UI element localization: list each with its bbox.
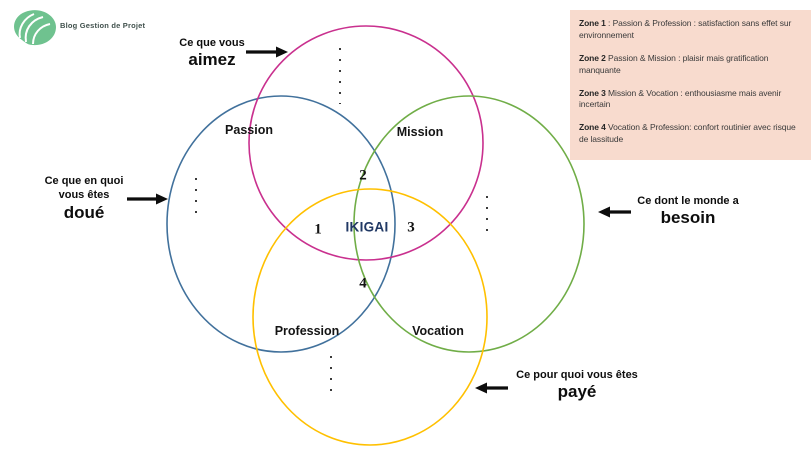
annotation-line: Ce pour quoi vous êtes [516, 369, 638, 381]
blog-gestion-de-projet-logo-icon [14, 10, 57, 46]
legend-zone-title: Zone 3 [579, 87, 606, 98]
legend-zone-title: Zone 2 [579, 52, 606, 63]
good-at-circle [166, 95, 396, 353]
ikigai-center-label: IKIGAI [345, 219, 389, 235]
zones-legend-panel: Zone 1 : Passion & Profession : satisfac… [570, 10, 811, 160]
profession-label: Profession [274, 324, 340, 338]
zone-4-number: 4 [359, 275, 367, 292]
legend-item-zone-4: Zone 4 Vocation & Profession: confort ro… [579, 122, 802, 146]
arrow-right-icon-good-at [127, 193, 168, 205]
zone-1-number: 1 [314, 221, 322, 238]
legend-zone-text: : Passion & Profession : satisfaction sa… [579, 18, 792, 40]
world-needs-circle [353, 95, 585, 353]
annotation-keyword: besoin [660, 208, 716, 228]
annotation-what-you-are-paid-for: Ce pour quoi vous êtes payé [512, 368, 642, 403]
zone-2-number: 2 [359, 167, 367, 184]
zone-3-number: 3 [407, 219, 415, 236]
paid-for-circle [252, 188, 488, 446]
legend-zone-title: Zone 1 [579, 18, 606, 28]
legend-item-zone-3: Zone 3 Mission & Vocation : enthousiasme… [579, 88, 802, 112]
arrow-right-icon-love [246, 46, 288, 58]
vocation-label: Vocation [412, 324, 464, 338]
annotation-what-world-needs: Ce dont le monde a besoin [628, 194, 748, 229]
legend-zone-title: Zone 4 [579, 122, 606, 133]
legend-zone-text: Passion & Mission : plaisir mais gratifi… [579, 52, 769, 75]
annotation-line: Ce que vous [179, 37, 245, 49]
annotation-what-you-love: Ce que vous aimez [156, 36, 268, 71]
mission-label: Mission [396, 125, 444, 139]
logo-wordmark: Blog Gestion de Projet [60, 21, 146, 30]
legend-item-zone-2: Zone 2 Passion & Mission : plaisir mais … [579, 53, 802, 77]
annotation-keyword: aimez [188, 50, 236, 70]
passion-label: Passion [225, 123, 273, 137]
arrow-left-icon-paid-for [475, 382, 508, 394]
annotation-keyword: doué [63, 202, 105, 222]
annotation-line: vous êtes [58, 189, 110, 202]
annotation-line: Ce que en quoi [44, 175, 124, 187]
legend-item-zone-1: Zone 1 : Passion & Profession : satisfac… [579, 18, 802, 42]
annotation-what-you-are-good-at: Ce que en quoi vous êtes doué [28, 174, 140, 223]
annotation-line: Ce dont le monde a [637, 195, 739, 207]
legend-zone-text: Vocation & Profession: confort routinier… [579, 122, 796, 145]
arrow-left-icon-world-needs [598, 206, 631, 218]
legend-zone-text: Mission & Vocation : enthousiasme mais a… [579, 87, 782, 110]
love-circle [248, 25, 484, 261]
annotation-keyword: payé [557, 382, 597, 402]
